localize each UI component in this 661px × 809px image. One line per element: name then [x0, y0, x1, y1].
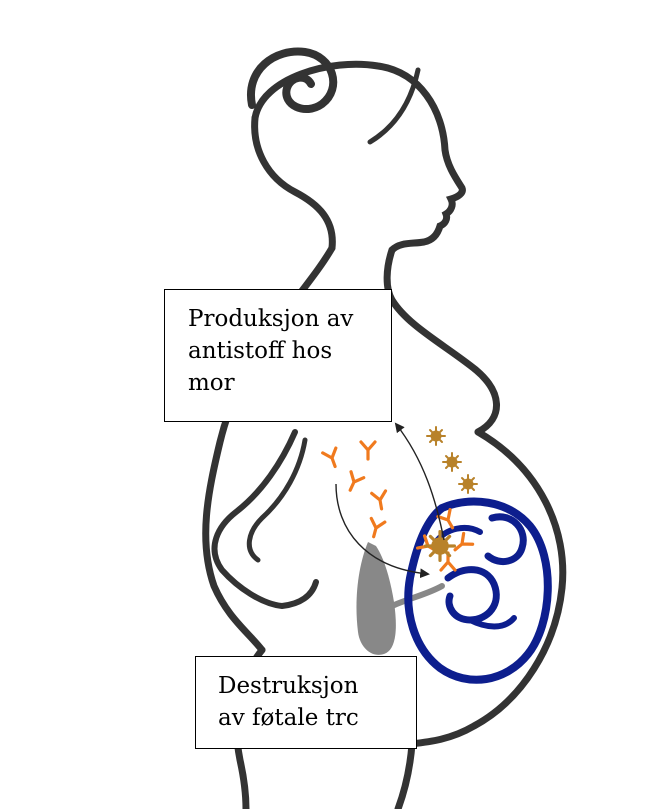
antibody [370, 489, 391, 512]
antibody [449, 531, 475, 557]
umbilical-cord [389, 583, 445, 609]
arm-inner-outline [246, 437, 308, 563]
arrow-to-fetus [335, 483, 430, 579]
belly-outline [406, 428, 567, 748]
fetal-rbc-destruction-label: Destruksjon av føtale trc [195, 656, 417, 749]
antigen-cell [426, 426, 446, 446]
antibody [359, 440, 377, 461]
head-face-outline [251, 60, 466, 254]
antibody [365, 516, 387, 541]
antibody [342, 470, 366, 495]
hair-bun [246, 47, 338, 113]
placenta [356, 542, 396, 655]
front-leg-outline [394, 740, 416, 809]
antigen-cell [424, 529, 456, 563]
arrow-to-mother [394, 422, 445, 541]
fetus-limb [467, 615, 517, 630]
hair-strand [367, 67, 421, 145]
uterus-outline [404, 497, 552, 684]
antigen-cell [442, 452, 462, 472]
fetus-head [484, 513, 527, 566]
nape-outline [251, 114, 336, 252]
fetus-body [444, 566, 500, 624]
antigen-cell [458, 474, 478, 494]
maternal-antibody-label: Produksjon av antistoff hos mor [164, 289, 392, 422]
arm-outline [211, 429, 319, 610]
antibody [321, 446, 344, 471]
front-neck-outline [383, 246, 500, 436]
antigen-cells [424, 426, 478, 563]
